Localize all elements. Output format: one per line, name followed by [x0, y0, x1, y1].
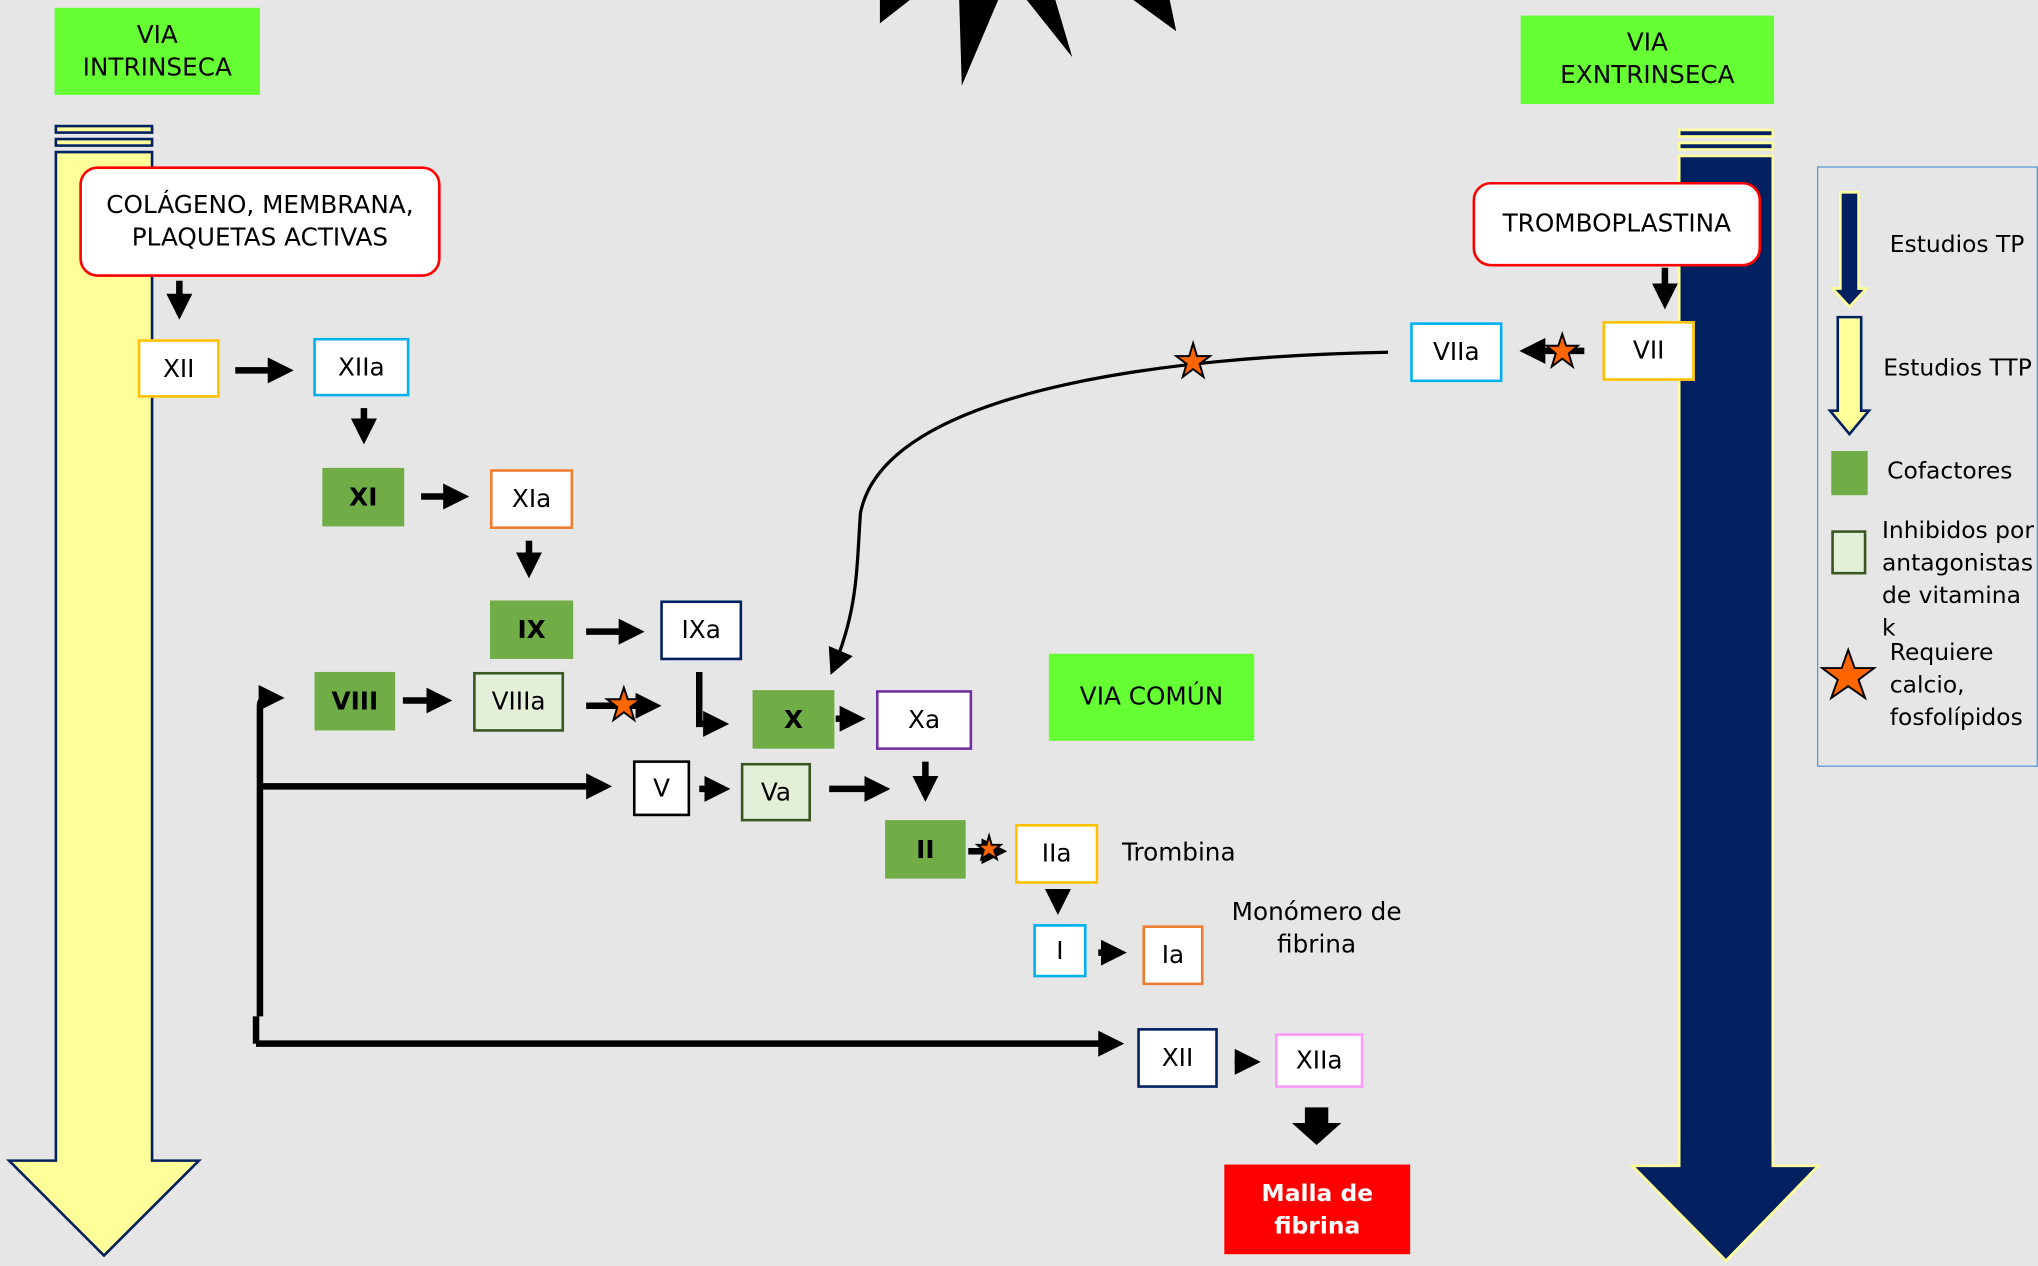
legend-ttp-label: Estudios TTP — [1883, 354, 2032, 383]
legend-panel — [1816, 166, 2038, 767]
factor-ii: II — [885, 820, 966, 879]
factor-xa: Xa — [875, 690, 973, 750]
fibrin-monomer-text: Monómero de fibrina — [1231, 898, 1402, 960]
factor-xii-common: XII — [1137, 1028, 1218, 1088]
factor-vii: VII — [1602, 321, 1695, 381]
factor-i: I — [1033, 924, 1087, 978]
common-header: VIA COMÚN — [1048, 653, 1255, 741]
tp-navy-arrow — [1629, 128, 1822, 1263]
calcium-star — [604, 684, 644, 723]
legend-cofactors-label: Cofactores — [1887, 457, 2013, 485]
factor-va: Va — [740, 762, 812, 822]
legend-inhibited-swatch — [1831, 530, 1867, 575]
common-header-text: VIA COMÚN — [1079, 682, 1224, 711]
factor-xi: XI — [322, 467, 405, 527]
fibrin-mesh: Malla de fibrina — [1224, 1164, 1411, 1255]
fibrin-mesh-text: Malla de fibrina — [1261, 1179, 1374, 1240]
extrinsic-header: VIA EXNTRINSECA — [1520, 15, 1775, 104]
factor-iia: IIa — [1015, 824, 1099, 884]
factor-v: V — [632, 760, 691, 817]
calcium-star — [1544, 330, 1581, 370]
calcium-star — [1173, 339, 1213, 380]
legend-inhibited-label: Inhibidos por antagonistas de vitamina k — [1881, 517, 2034, 643]
legend-tp-icon — [1829, 191, 1870, 309]
decorative-star-shape — [879, 0, 1177, 86]
factor-xiia-common: XIIa — [1275, 1033, 1364, 1088]
fat-arrow-to-mesh — [1291, 1107, 1342, 1146]
factor-viiia: VIIIa — [473, 671, 565, 732]
factor-ixa: IXa — [660, 600, 743, 661]
extrinsic-trigger: TROMBOPLASTINA — [1472, 181, 1762, 267]
factor-viia: VIIa — [1410, 322, 1503, 383]
factor-x: X — [752, 690, 835, 749]
fibrin-monomer-label: Monómero de fibrina — [1222, 892, 1412, 967]
legend-star-icon — [1819, 646, 1878, 701]
factor-xii: XII — [137, 339, 220, 398]
factor-ia: Ia — [1142, 925, 1204, 986]
factor-xia: XIa — [489, 469, 574, 529]
extrinsic-trigger-text: TROMBOPLASTINA — [1502, 209, 1732, 238]
legend-ttp-icon — [1827, 315, 1872, 437]
intrinsic-header: VIA INTRINSECA — [54, 7, 260, 95]
calcium-star — [974, 832, 1004, 862]
intrinsic-header-text: VIA INTRINSECA — [82, 20, 232, 82]
legend-cofactor-swatch — [1831, 450, 1868, 496]
factor-xiia: XIIa — [313, 337, 410, 397]
legend-tp-label: Estudios TP — [1889, 231, 2025, 259]
ttp-yellow-arrow — [5, 124, 202, 1258]
factor-ix: IX — [489, 600, 574, 659]
intrinsic-trigger: COLÁGENO, MEMBRANA, PLAQUETAS ACTIVAS — [79, 166, 441, 277]
thrombin-label: Trombina — [1122, 837, 1236, 867]
factor-viii: VIII — [314, 671, 396, 731]
legend-calcium-label: Requiere calcio, fosfolípidos — [1889, 639, 2023, 732]
extrinsic-header-text: VIA EXNTRINSECA — [1560, 28, 1735, 90]
intrinsic-trigger-text: COLÁGENO, MEMBRANA, PLAQUETAS ACTIVAS — [106, 190, 414, 252]
